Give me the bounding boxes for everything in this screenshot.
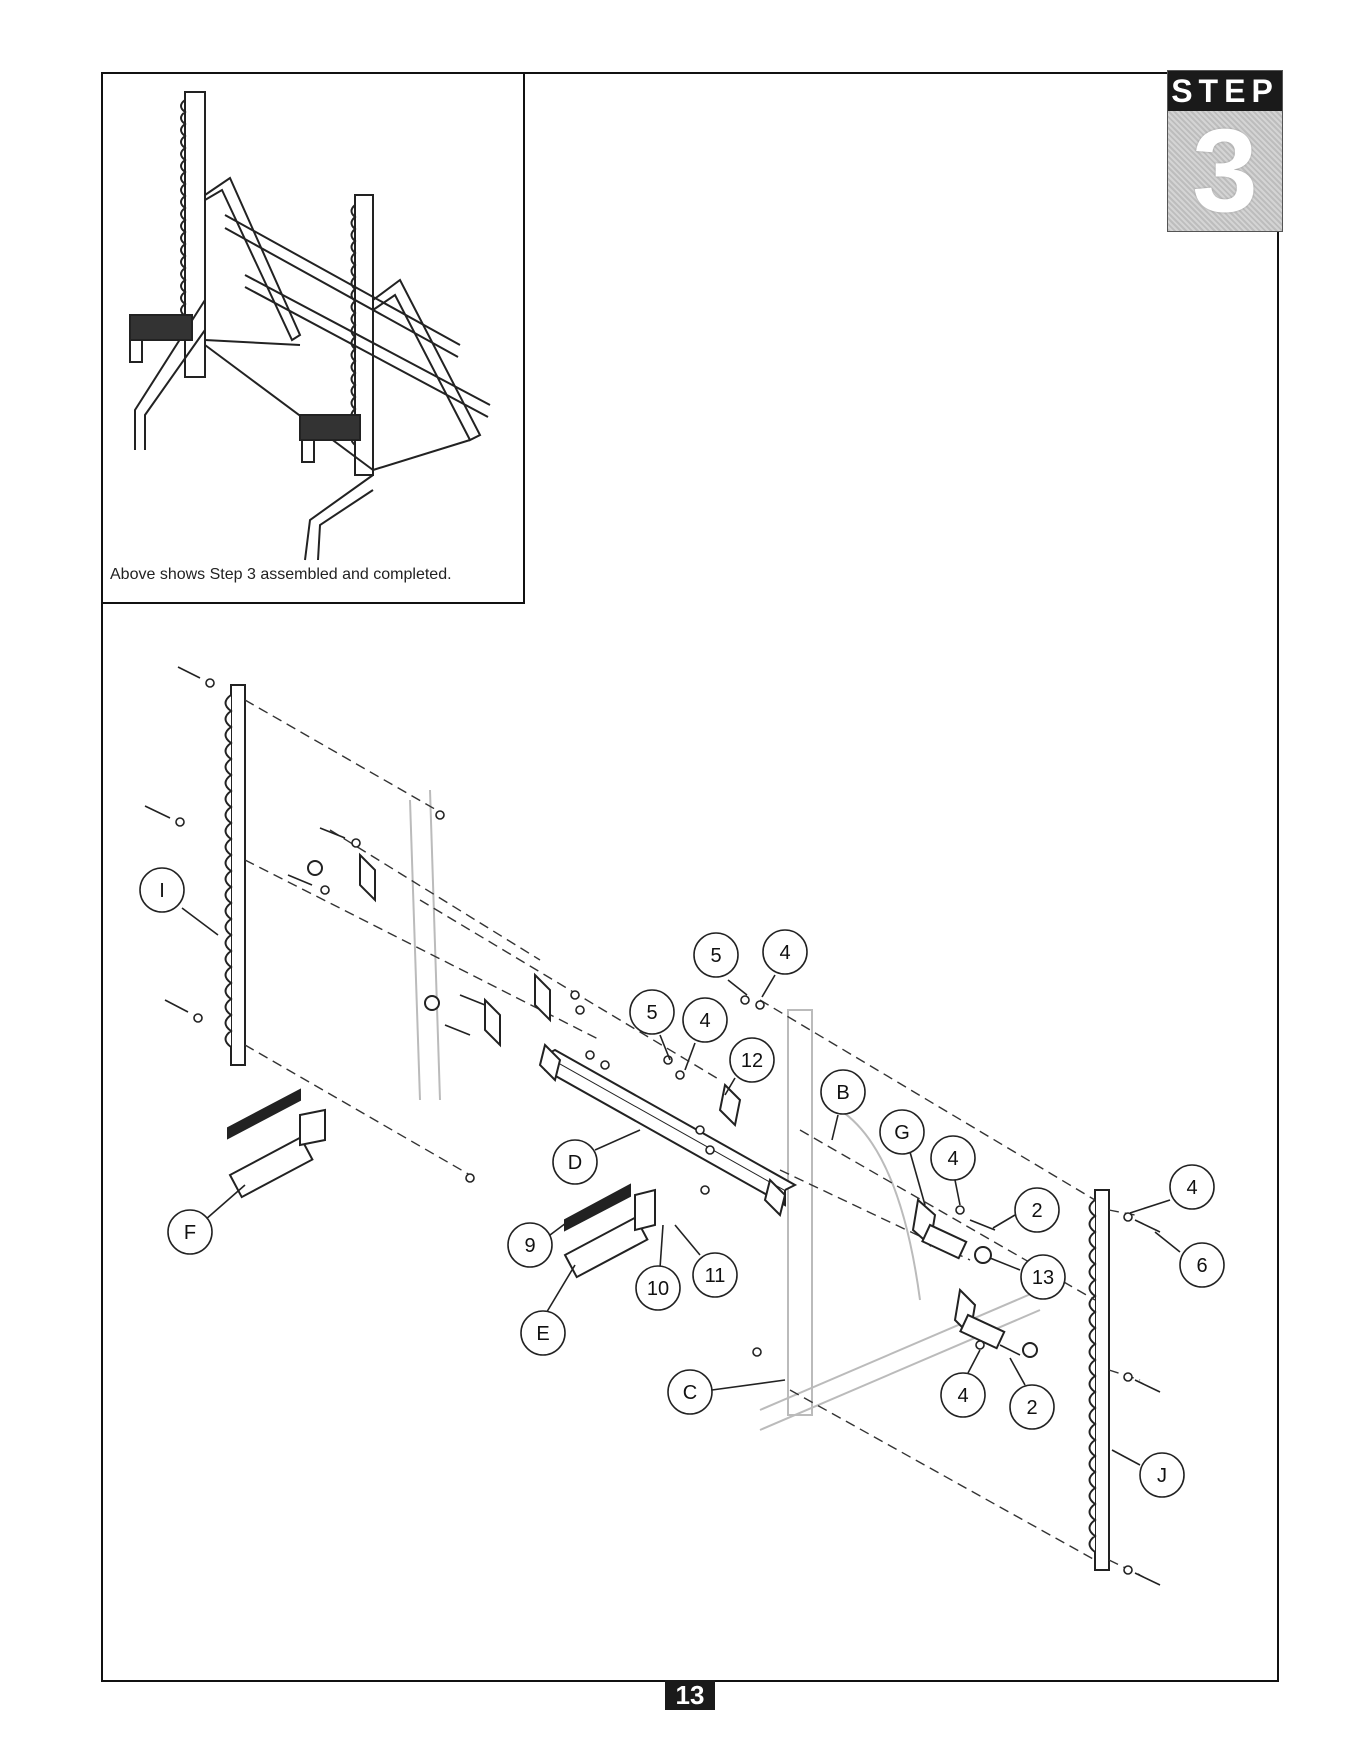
callout-D: D bbox=[553, 1140, 597, 1184]
callout-label: 5 bbox=[646, 1002, 657, 1024]
callout-2: 2 bbox=[1010, 1385, 1054, 1429]
callout-label: 4 bbox=[957, 1385, 968, 1407]
callout-label: 13 bbox=[1032, 1267, 1054, 1289]
callout-label: J bbox=[1157, 1465, 1167, 1487]
callout-label: 11 bbox=[705, 1265, 726, 1287]
callout-F: F bbox=[168, 1210, 212, 1254]
page-number: 13 bbox=[665, 1680, 715, 1710]
callout-9: 9 bbox=[508, 1223, 552, 1267]
callout-label: B bbox=[836, 1082, 849, 1104]
callout-C: C bbox=[668, 1370, 712, 1414]
callout-11: 11 bbox=[693, 1253, 737, 1297]
callout-label: 9 bbox=[524, 1235, 535, 1257]
callout-label: I bbox=[159, 880, 165, 902]
callout-label: 10 bbox=[647, 1278, 669, 1300]
callout-label: 2 bbox=[1031, 1200, 1042, 1222]
callout-label: D bbox=[568, 1152, 582, 1174]
callout-label: C bbox=[683, 1382, 697, 1404]
callout-12: 12 bbox=[730, 1038, 774, 1082]
callout-2: 2 bbox=[1015, 1188, 1059, 1232]
bar-catch-left bbox=[228, 1090, 325, 1197]
right-upright bbox=[1090, 1190, 1110, 1570]
callout-13: 13 bbox=[1021, 1255, 1065, 1299]
callout-4: 4 bbox=[763, 930, 807, 974]
callout-label: F bbox=[184, 1222, 196, 1244]
callout-E: E bbox=[521, 1311, 565, 1355]
callout-label: 6 bbox=[1196, 1255, 1207, 1277]
callout-4: 4 bbox=[931, 1136, 975, 1180]
callout-10: 10 bbox=[636, 1266, 680, 1310]
callout-label: 4 bbox=[779, 942, 790, 964]
callout-5: 5 bbox=[694, 933, 738, 977]
left-upright bbox=[226, 685, 246, 1065]
callout-label: E bbox=[536, 1323, 549, 1345]
callout-6: 6 bbox=[1180, 1243, 1224, 1287]
callout-4: 4 bbox=[941, 1373, 985, 1417]
callout-label: 4 bbox=[1186, 1177, 1197, 1199]
callout-label: G bbox=[894, 1122, 910, 1144]
callout-G: G bbox=[880, 1110, 924, 1154]
callout-4: 4 bbox=[1170, 1165, 1214, 1209]
callout-5: 5 bbox=[630, 990, 674, 1034]
bar-catch-right bbox=[565, 1185, 655, 1277]
callout-label: 12 bbox=[741, 1050, 763, 1072]
callout-label: 2 bbox=[1026, 1397, 1037, 1419]
callout-I: I bbox=[140, 868, 184, 912]
callout-label: 4 bbox=[947, 1148, 958, 1170]
callout-J: J bbox=[1140, 1453, 1184, 1497]
callout-label: 4 bbox=[699, 1010, 710, 1032]
callout-B: B bbox=[821, 1070, 865, 1114]
callout-label: 5 bbox=[710, 945, 721, 967]
callout-4: 4 bbox=[683, 998, 727, 1042]
